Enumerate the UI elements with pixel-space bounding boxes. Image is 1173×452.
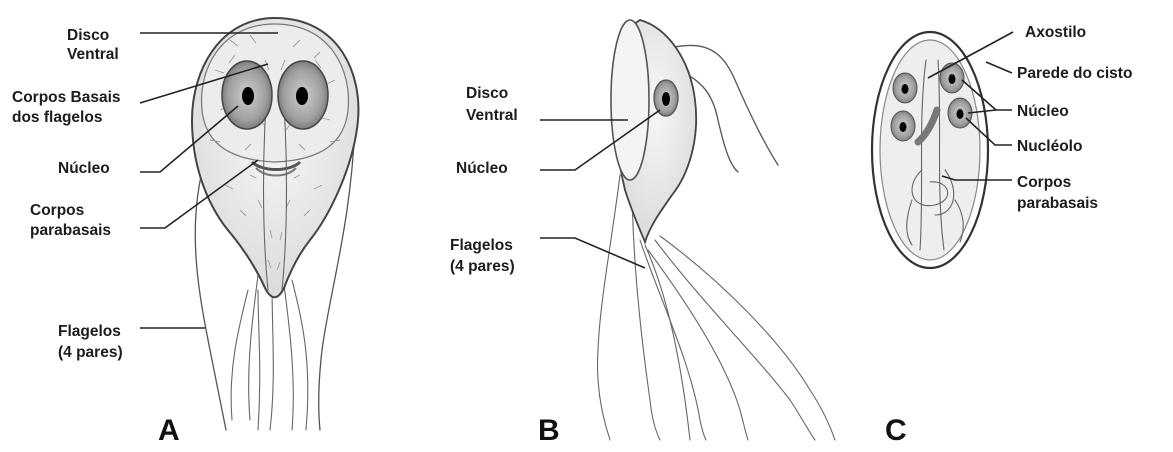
panel-letter-a: A <box>158 414 180 447</box>
label-flagelos-a-1: Flagelos <box>58 323 121 340</box>
ventral-disc-b <box>611 20 649 180</box>
label-disco-ventral-b-2: Ventral <box>466 107 518 124</box>
label-corpos-basais-2: dos flagelos <box>12 109 102 126</box>
label-corpos-parabasais-c-1: Corpos <box>1017 174 1071 191</box>
trophozoite-ventral-view <box>140 18 358 430</box>
label-flagelos-b-2: (4 pares) <box>450 258 515 275</box>
label-corpos-parabasais-a-1: Corpos <box>30 202 84 219</box>
label-corpos-basais-1: Corpos Basais <box>12 89 121 106</box>
trophozoite-lateral-view <box>540 20 835 440</box>
panel-letter-b: B <box>538 414 560 447</box>
cyst <box>872 32 1013 268</box>
label-flagelos-b-1: Flagelos <box>450 237 513 254</box>
label-disco-ventral-a-2: Ventral <box>67 46 119 63</box>
label-corpos-parabasais-a-2: parabasais <box>30 222 111 239</box>
label-nucleo-a: Núcleo <box>58 160 110 177</box>
label-flagelos-a-2: (4 pares) <box>58 344 123 361</box>
label-disco-ventral-a-1: Disco <box>67 27 109 44</box>
label-nucleo-b: Núcleo <box>456 160 508 177</box>
label-parede-do-cisto: Parede do cisto <box>1017 65 1132 82</box>
label-nucleolo: Nucléolo <box>1017 138 1082 155</box>
label-disco-ventral-b-1: Disco <box>466 85 508 102</box>
label-nucleo-c: Núcleo <box>1017 103 1069 120</box>
panel-letter-c: C <box>885 414 907 447</box>
label-corpos-parabasais-c-2: parabasais <box>1017 195 1098 212</box>
label-axostilo: Axostilo <box>1025 24 1086 41</box>
